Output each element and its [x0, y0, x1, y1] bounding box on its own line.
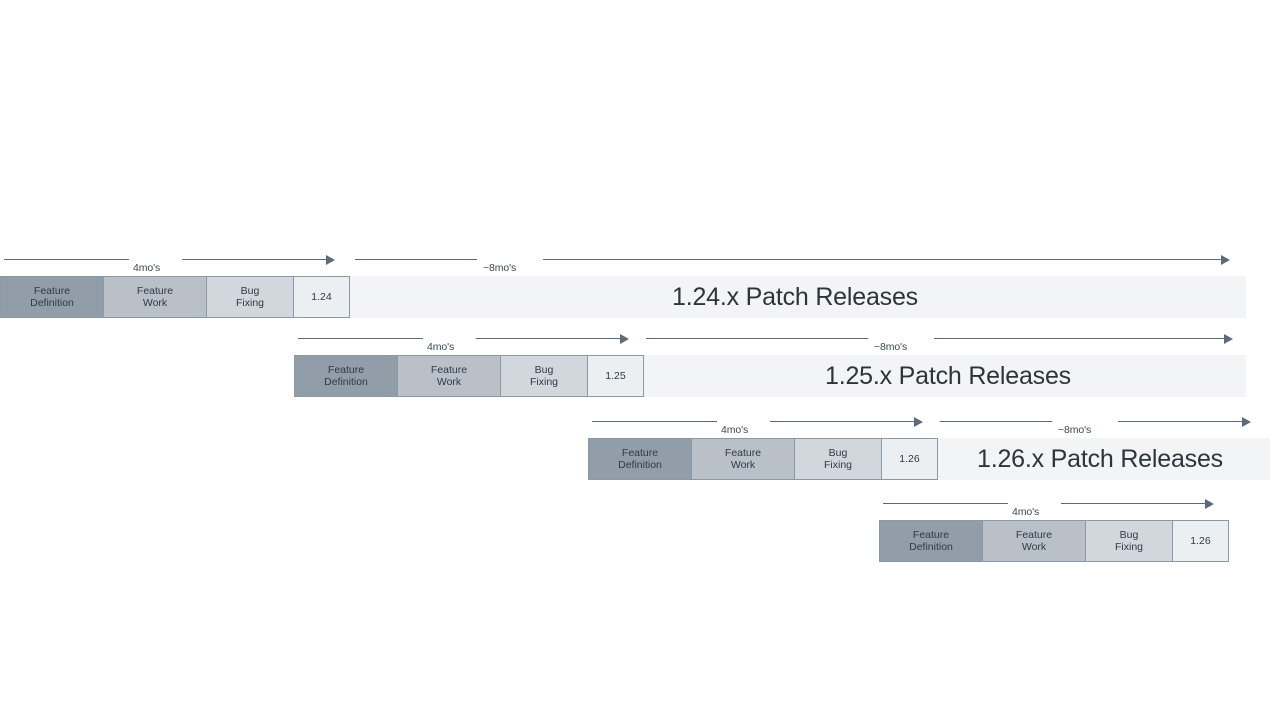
version-tag[interactable]: 1.24: [293, 276, 350, 318]
phase-feature-work[interactable]: Feature Work: [103, 276, 207, 318]
arrow-line-right: [934, 338, 1224, 339]
arrow-line-right: [476, 338, 621, 339]
phase-bug-fixing[interactable]: Bug Fixing: [206, 276, 294, 318]
phase-label-line1: Bug: [828, 446, 848, 459]
phase-bug-fixing[interactable]: Bug Fixing: [500, 355, 588, 397]
phase-label-line2: Definition: [324, 376, 368, 388]
phase-bug-fixing[interactable]: Bug Fixing: [794, 438, 882, 480]
arrow-line-left: [355, 259, 477, 260]
phase-label-line1: Feature: [33, 284, 71, 297]
arrow-head-icon: [1221, 254, 1230, 265]
arrow-line-left: [646, 338, 868, 339]
phase-label-line2: Definition: [618, 459, 662, 471]
arrow-line-left: [940, 421, 1052, 422]
phase-label-line1: Feature: [724, 446, 762, 459]
patch-arrow-row-3: ~8mo's: [940, 410, 1270, 436]
arrow-head-icon: [1224, 333, 1233, 344]
phase-label-line1: Feature: [912, 528, 950, 541]
release-row-1: 4mo's ~8mo's 1.24.x Patch Releases Featu…: [0, 248, 1246, 338]
phase-label-line2: Fixing: [823, 459, 852, 471]
dev-arrow-row-3: 4mo's: [588, 410, 928, 436]
phase-label-line2: Work: [730, 459, 756, 471]
release-row-3: 4mo's ~8mo's 1.26.x Patch Releases Featu…: [588, 410, 1270, 500]
release-row-4: 4mo's Feature Definition Feature Work Bu…: [879, 492, 1231, 582]
patch-arrow-row-1: ~8mo's: [355, 248, 1235, 274]
phase-feature-work[interactable]: Feature Work: [982, 520, 1086, 562]
dev-duration-label: 4mo's: [721, 424, 749, 436]
phase-feature-definition[interactable]: Feature Definition: [294, 355, 398, 397]
phase-label-line1: Feature: [621, 446, 659, 459]
dev-arrow-row-1: 4mo's: [0, 248, 340, 274]
phase-label-line1: Bug: [534, 363, 554, 376]
arrow-head-icon: [326, 254, 335, 265]
version-tag[interactable]: 1.26: [881, 438, 938, 480]
arrow-line-right: [1118, 421, 1242, 422]
phase-label-line2: Fixing: [1114, 541, 1143, 553]
arrow-line-right: [1061, 503, 1206, 504]
patch-band-label-row-3: 1.26.x Patch Releases: [977, 444, 1223, 473]
arrow-line-right: [543, 259, 1221, 260]
phase-feature-definition[interactable]: Feature Definition: [588, 438, 692, 480]
arrow-head-icon: [1205, 498, 1214, 509]
phase-bar-row-2: Feature Definition Feature Work Bug Fixi…: [294, 355, 646, 397]
patch-duration-label: ~8mo's: [874, 341, 908, 353]
release-row-2: 4mo's ~8mo's 1.25.x Patch Releases Featu…: [294, 327, 1246, 417]
patch-duration-label: ~8mo's: [1058, 424, 1092, 436]
phase-bar-row-1: Feature Definition Feature Work Bug Fixi…: [0, 276, 352, 318]
phase-label-line2: Work: [436, 376, 462, 388]
phase-label-line2: Work: [142, 297, 168, 309]
phase-feature-work[interactable]: Feature Work: [397, 355, 501, 397]
patch-arrow-row-2: ~8mo's: [646, 327, 1246, 353]
phase-label-line2: Work: [1021, 541, 1047, 553]
phase-label-line1: Feature: [136, 284, 174, 297]
phase-label-line1: Feature: [430, 363, 468, 376]
version-tag[interactable]: 1.26: [1172, 520, 1229, 562]
arrow-line-right: [182, 259, 327, 260]
arrow-line-right: [770, 421, 915, 422]
phase-label-line1: Bug: [1119, 528, 1139, 541]
phase-bug-fixing[interactable]: Bug Fixing: [1085, 520, 1173, 562]
arrow-head-icon: [1242, 416, 1251, 427]
patch-band-label-row-1: 1.24.x Patch Releases: [672, 282, 918, 311]
version-tag[interactable]: 1.25: [587, 355, 644, 397]
phase-label-line1: Bug: [240, 284, 260, 297]
arrow-line-left: [592, 421, 717, 422]
phase-bar-row-3: Feature Definition Feature Work Bug Fixi…: [588, 438, 940, 480]
patch-band-label-row-2: 1.25.x Patch Releases: [825, 361, 1071, 390]
dev-duration-label: 4mo's: [133, 262, 161, 274]
phase-label-line2: Fixing: [529, 376, 558, 388]
phase-feature-definition[interactable]: Feature Definition: [0, 276, 104, 318]
arrow-line-left: [4, 259, 129, 260]
phase-label-line1: Feature: [1015, 528, 1053, 541]
arrow-head-icon: [620, 333, 629, 344]
arrow-head-icon: [914, 416, 923, 427]
phase-bar-row-4: Feature Definition Feature Work Bug Fixi…: [879, 520, 1231, 562]
phase-label-line2: Definition: [909, 541, 953, 553]
arrow-line-left: [883, 503, 1008, 504]
phase-label-line2: Fixing: [235, 297, 264, 309]
dev-arrow-row-4: 4mo's: [879, 492, 1219, 518]
phase-label-line2: Definition: [30, 297, 74, 309]
phase-feature-work[interactable]: Feature Work: [691, 438, 795, 480]
dev-duration-label: 4mo's: [1012, 506, 1040, 518]
arrow-line-left: [298, 338, 423, 339]
phase-feature-definition[interactable]: Feature Definition: [879, 520, 983, 562]
dev-duration-label: 4mo's: [427, 341, 455, 353]
patch-duration-label: ~8mo's: [483, 262, 517, 274]
dev-arrow-row-2: 4mo's: [294, 327, 634, 353]
phase-label-line1: Feature: [327, 363, 365, 376]
